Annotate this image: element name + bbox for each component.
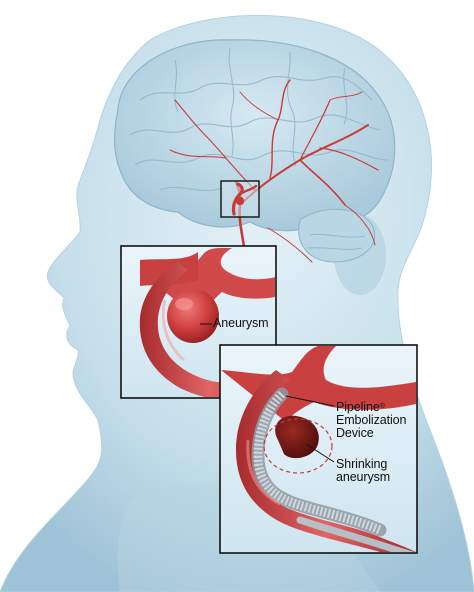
device-label-line1: Pipeline® [336,400,385,414]
aneurysm-label: Aneurysm [213,316,269,330]
zoom-box-vessel [231,182,258,216]
device-leader [285,395,335,407]
shrink-label-line2: aneurysm [336,470,391,484]
shrinking-aneurysm-label: Shrinking aneurysm [336,458,390,484]
shrink-leader [305,443,335,463]
inset-aneurysm-artwork [139,248,275,397]
zoom-box-aneurysm [235,196,245,206]
device-label: Pipeline® Embolization Device [336,401,406,440]
inset-device-artwork [221,346,416,552]
device-label-line3: Device [336,426,374,440]
aneurysm-label-text: Aneurysm [213,316,269,330]
device-label-line2: Embolization [336,413,407,427]
shrink-label-line1: Shrinking [336,457,388,471]
registered-mark: ® [379,403,385,410]
